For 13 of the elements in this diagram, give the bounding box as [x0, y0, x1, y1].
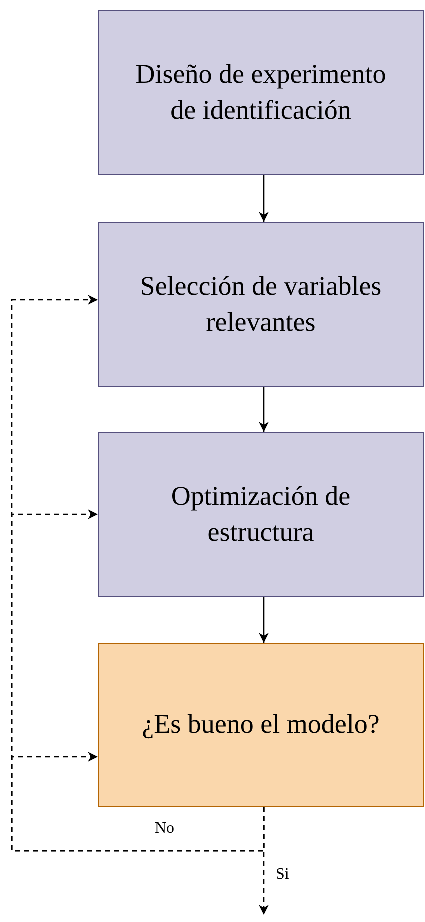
box-label: Diseño de experimento de identificación [134, 58, 388, 126]
box-label: Optimización de estructura [170, 480, 352, 548]
process-box [98, 222, 424, 387]
box-label: ¿Es bueno el modelo? [142, 708, 380, 742]
process-box [98, 10, 424, 175]
arrow [259, 807, 269, 915]
arrow [259, 387, 269, 432]
box-label: Selección de variables relevantes [139, 270, 383, 338]
decision-box [98, 643, 424, 807]
arrow [11, 752, 265, 852]
arrow [259, 597, 269, 643]
arrow [259, 175, 269, 222]
process-box [98, 432, 424, 597]
